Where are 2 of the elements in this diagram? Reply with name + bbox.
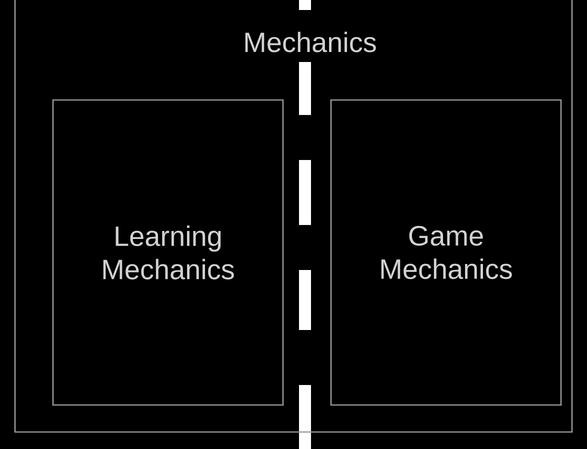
- concept-box: Game Mechanics: [330, 99, 562, 406]
- concept-box: Learning Mechanics: [52, 99, 284, 406]
